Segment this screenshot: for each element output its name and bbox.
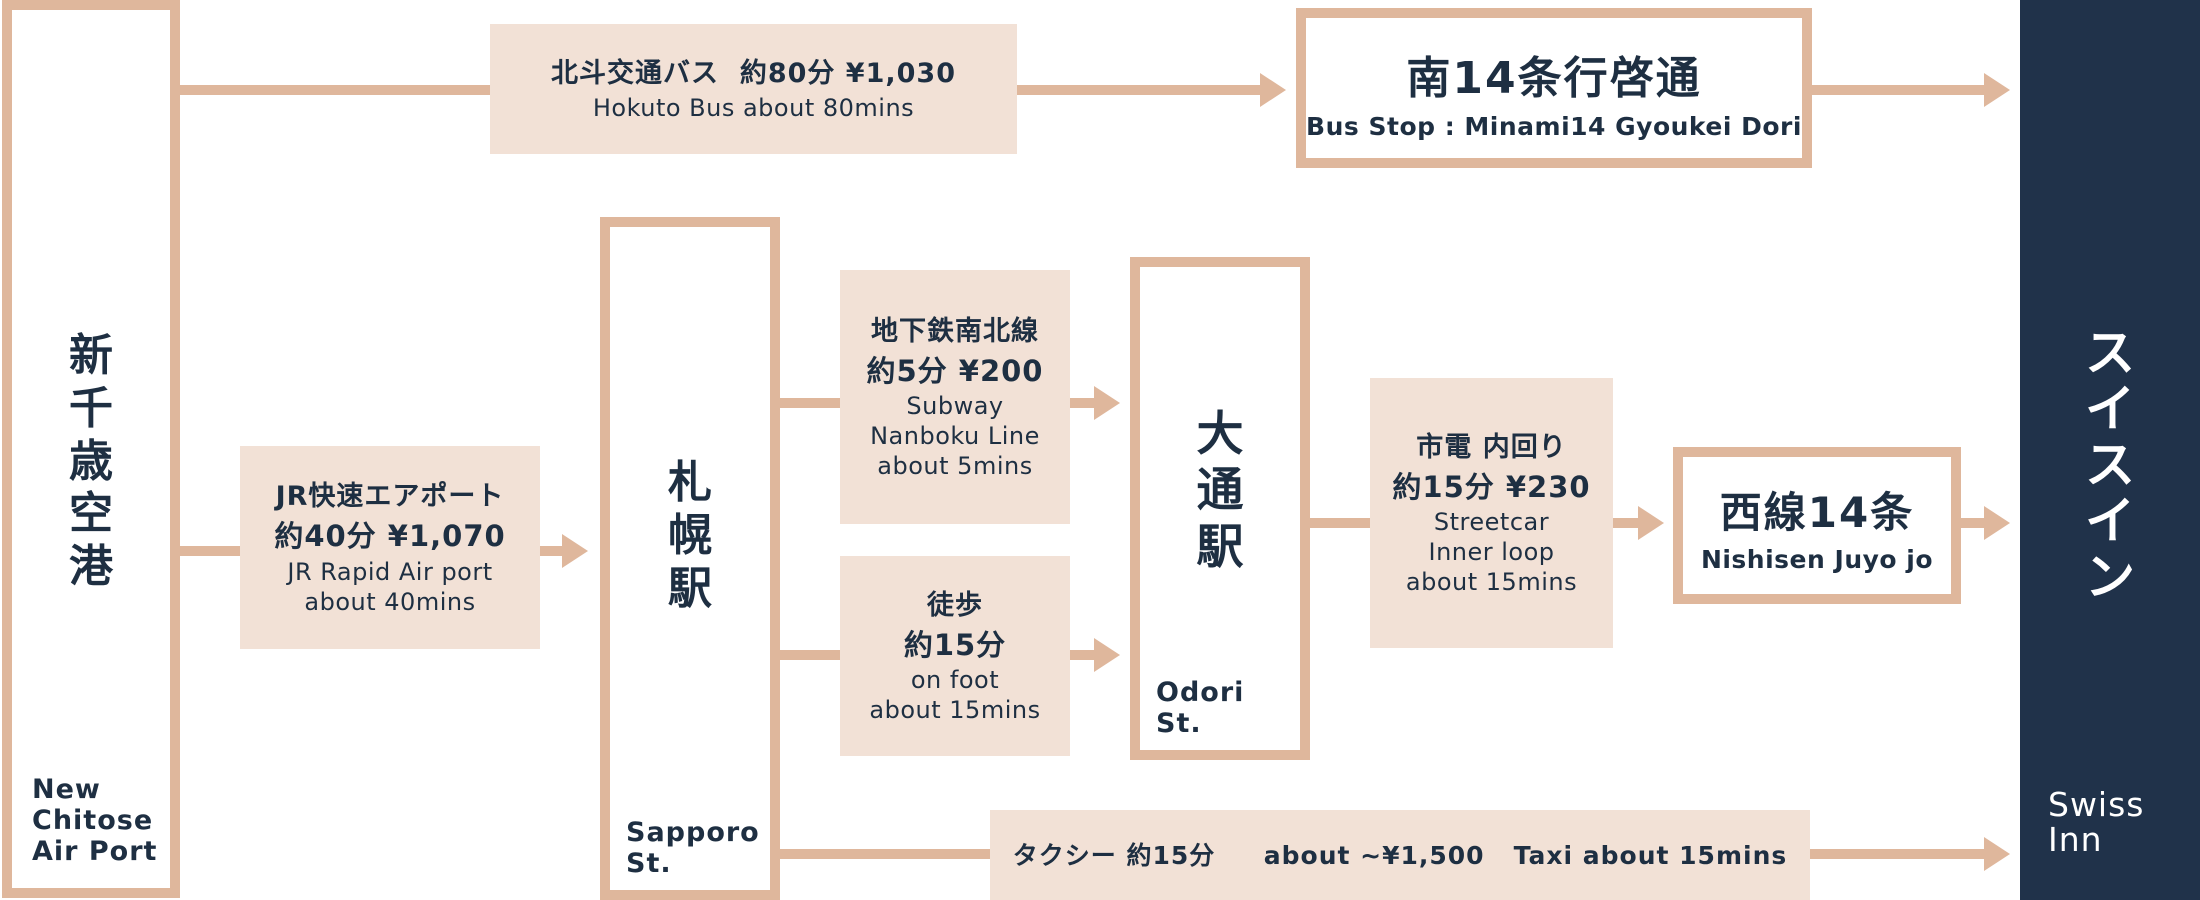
walk-en-line2: about 15mins — [869, 696, 1041, 725]
nishisen-14jo-box: 西線14条 Nishisen Juyo jo — [1673, 447, 1961, 604]
bus-route-arrow — [1260, 73, 1286, 107]
taxi-text: タクシー 約15分 about ~¥1,500 Taxi about 15min… — [1012, 840, 1788, 870]
nishisen-to-hotel-line — [1958, 518, 1992, 528]
walk-info: 徒歩 約15分 on foot about 15mins — [840, 556, 1070, 756]
jr-rapid-jp-line2: 約40分 ¥1,070 — [274, 519, 506, 554]
bus-stop-to-hotel-line — [1808, 85, 1990, 95]
streetcar-route-arrow — [1638, 506, 1664, 540]
nishisen-to-hotel-arrow — [1984, 506, 2010, 540]
walk-route-arrow — [1094, 638, 1120, 672]
swiss-inn-panel: ス イ ス イ ン Swiss Inn — [2020, 0, 2200, 900]
streetcar-en-line2: Inner loop — [1428, 538, 1555, 567]
walk-jp-line2: 約15分 — [903, 627, 1007, 662]
streetcar-info: 市電 内回り 約15分 ¥230 Streetcar Inner loop ab… — [1370, 378, 1613, 648]
jr-route-arrow — [562, 534, 588, 568]
odori-station-name-en: Odori St. — [1156, 677, 1245, 740]
jr-rapid-en-line2: about 40mins — [304, 587, 476, 616]
odori-station-name-jp: 大 通 駅 — [1196, 407, 1244, 575]
sapporo-station-name-en: Sapporo St. — [626, 817, 760, 880]
hokuto-bus-jp: 北斗交通バス 約80分 ¥1,030 — [551, 58, 956, 90]
new-chitose-airport-name-jp: 新 千 歳 空 港 — [69, 330, 113, 593]
bus-stop-minami14-box: 南14条行啓通 Bus Stop : Minami14 Gyoukei Dori — [1296, 8, 1812, 168]
subway-jp-line2: 約5分 ¥200 — [866, 353, 1044, 388]
subway-en-line3: about 5mins — [877, 452, 1033, 481]
walk-jp-line1: 徒歩 — [927, 589, 983, 621]
streetcar-en-line3: about 15mins — [1405, 568, 1578, 597]
nishisen-name-en: Nishisen Juyo jo — [1700, 545, 1934, 574]
odori-station-box: 大 通 駅 Odori St. — [1130, 257, 1310, 760]
sapporo-station-box: 札 幌 駅 Sapporo St. — [600, 217, 780, 900]
taxi-route-arrow — [1984, 837, 2010, 871]
nishisen-name-jp: 西線14条 — [1719, 488, 1915, 537]
swiss-inn-name-jp: ス イ ス イ ン — [2085, 324, 2135, 606]
new-chitose-airport-name-en: New Chitose Air Port — [32, 774, 158, 868]
bus-stop-name-jp: 南14条行啓通 — [1406, 53, 1702, 104]
hokuto-bus-en: Hokuto Bus about 80mins — [592, 93, 915, 122]
bus-stop-to-hotel-arrow — [1984, 73, 2010, 107]
hokuto-bus-info: 北斗交通バス 約80分 ¥1,030 Hokuto Bus about 80mi… — [490, 24, 1017, 154]
subway-nanboku-info: 地下鉄南北線 約5分 ¥200 Subway Nanboku Line abou… — [840, 270, 1070, 524]
jr-rapid-jp-line1: JR快速エアポート — [275, 481, 505, 513]
streetcar-en-line1: Streetcar — [1433, 508, 1550, 537]
bus-stop-name-en: Bus Stop : Minami14 Gyoukei Dori — [1306, 112, 1802, 141]
jr-rapid-info: JR快速エアポート 約40分 ¥1,070 JR Rapid Air port … — [240, 446, 540, 649]
subway-jp-line1: 地下鉄南北線 — [871, 315, 1039, 347]
walk-en-line1: on foot — [910, 666, 1000, 695]
subway-route-arrow — [1094, 386, 1120, 420]
streetcar-jp-line1: 市電 内回り — [1416, 431, 1567, 463]
new-chitose-airport-box: 新 千 歳 空 港 New Chitose Air Port — [2, 0, 180, 898]
subway-en-line2: Nanboku Line — [870, 422, 1040, 451]
taxi-info: タクシー 約15分 about ~¥1,500 Taxi about 15min… — [990, 810, 1810, 900]
sapporo-station-name-jp: 札 幌 駅 — [668, 457, 712, 614]
subway-en-line1: Subway — [906, 392, 1004, 421]
jr-rapid-en-line1: JR Rapid Air port — [287, 557, 493, 586]
streetcar-jp-line2: 約15分 ¥230 — [1392, 469, 1591, 504]
swiss-inn-name-en: Swiss Inn — [2048, 785, 2145, 859]
